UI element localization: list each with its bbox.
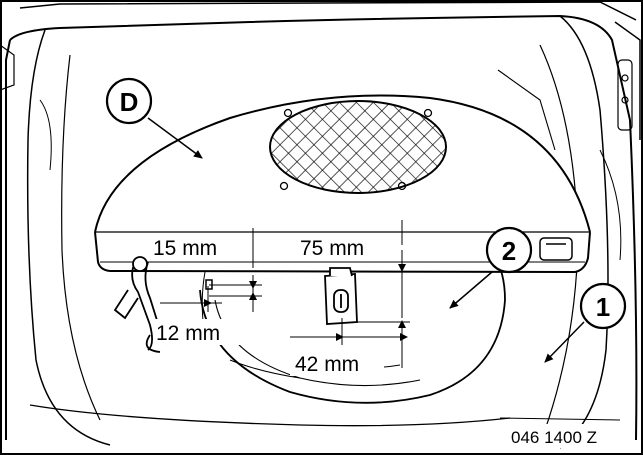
figure-code: 046 1400 Z	[511, 428, 597, 447]
dimension-15mm: 15 mm	[153, 237, 217, 260]
callout-d: D	[105, 77, 153, 125]
dimension-lines	[160, 220, 410, 368]
speaker-grille	[269, 100, 447, 194]
dimension-75mm: 75 mm	[300, 237, 364, 260]
callout-d-label: D	[120, 87, 139, 117]
label-bg	[290, 350, 384, 376]
callout-1-label: 1	[596, 292, 610, 322]
callout-2-label: 2	[502, 236, 516, 266]
mounting-bracket	[324, 267, 358, 325]
cover-handle	[539, 237, 573, 261]
leader-arrows	[147, 117, 585, 363]
dimension-42mm: 42 mm	[295, 353, 359, 376]
label-bg	[297, 234, 395, 260]
cable-harness	[113, 256, 161, 353]
callout-2: 2	[485, 226, 533, 274]
callout-1: 1	[579, 282, 627, 330]
label-bg	[153, 319, 245, 345]
dimension-12mm: 12 mm	[156, 322, 220, 345]
label-bg	[150, 234, 242, 260]
label-bg	[505, 424, 635, 448]
